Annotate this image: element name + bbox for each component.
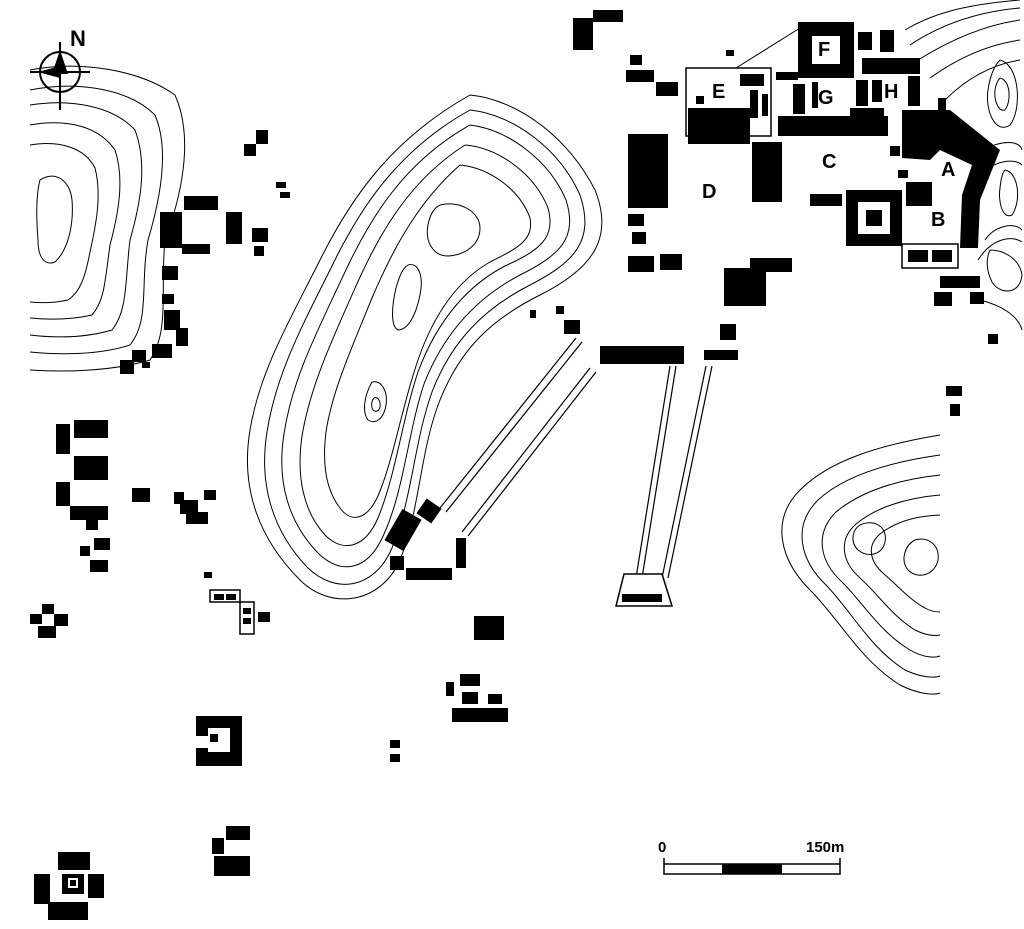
central-ridge-contours [247, 94, 603, 600]
scale-end-label: 150m [806, 839, 845, 856]
structure-f [798, 22, 854, 78]
palace-complex [573, 10, 1000, 416]
label-a: A [941, 159, 956, 181]
structure-c [752, 142, 902, 246]
structure-a [890, 110, 1000, 248]
scale-bar [663, 858, 841, 875]
label-f: F [818, 39, 831, 61]
structure-b [901, 243, 959, 269]
label-h: H [884, 81, 899, 103]
label-c: C [822, 151, 837, 173]
structure-e [685, 67, 772, 144]
causeways [384, 306, 738, 607]
structure-d [628, 134, 682, 272]
label-e: E [712, 81, 726, 103]
label-d: D [702, 181, 717, 203]
west-buildings [30, 130, 290, 638]
east-ridge-contours [904, 0, 1023, 331]
north-label: N [70, 26, 86, 51]
southeast-hill-contours [781, 434, 941, 695]
scale-start-label: 0 [658, 839, 667, 856]
label-b: B [931, 209, 946, 231]
north-arrow-icon [30, 42, 90, 110]
label-g: G [818, 87, 834, 109]
south-buildings [34, 616, 508, 920]
